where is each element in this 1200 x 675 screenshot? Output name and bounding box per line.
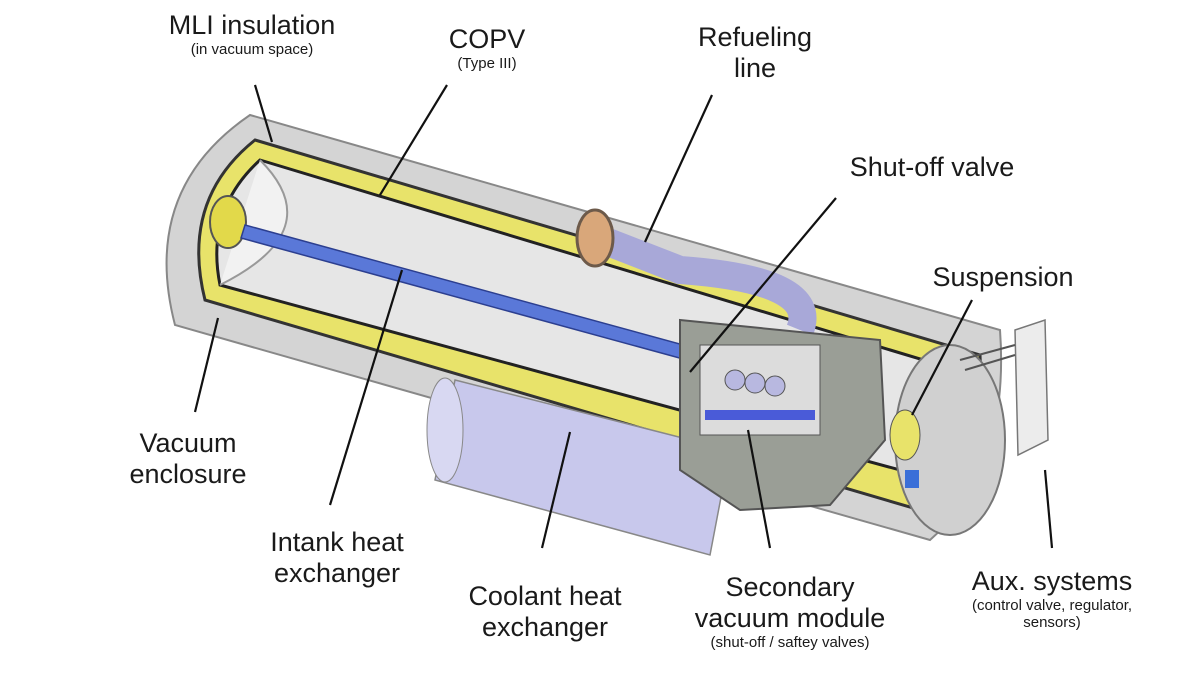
label-refueling-line: Refueling line — [697, 22, 813, 84]
label-vacuum-enclosure: Vacuum enclosure — [129, 428, 247, 490]
label-aux-systems: Aux. systems (control valve, regulator, … — [971, 566, 1133, 632]
label-copv: COPV (Type III) — [448, 24, 526, 73]
aux-systems-box — [1014, 318, 1049, 457]
label-coolant-heat-exchanger: Coolant heat exchanger — [468, 581, 622, 643]
label-shut-off-valve: Shut-off valve — [849, 152, 1015, 182]
leader-lines — [193, 84, 1054, 549]
label-suspension: Suspension — [932, 262, 1074, 292]
label-secondary-vacuum-module: Secondary vacuum module (shut-off / saft… — [694, 572, 886, 652]
end-fitting — [209, 195, 247, 249]
label-mli-insulation: MLI insulation (in vacuum space) — [168, 10, 336, 59]
label-intank-heat-exchanger: Intank heat exchanger — [270, 527, 404, 589]
refueling-line — [584, 221, 817, 336]
